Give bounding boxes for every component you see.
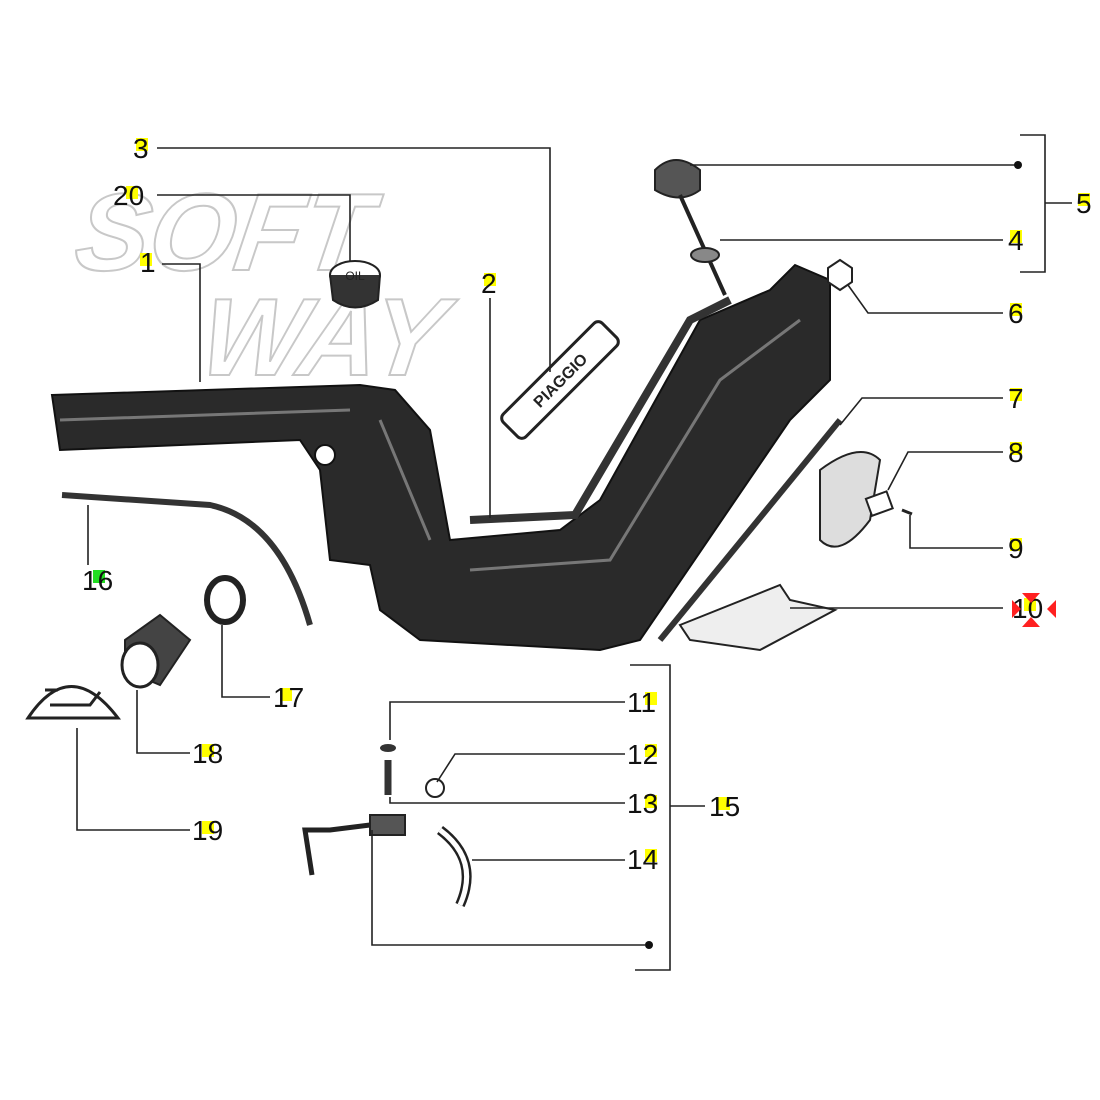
callout-13: 13: [627, 788, 658, 819]
frame-body: [50, 263, 831, 652]
part-16-trim: [61, 492, 313, 626]
callout-15: 15: [709, 791, 740, 822]
bullet-dot: [1014, 161, 1022, 169]
selection-marker[interactable]: [1012, 593, 1056, 627]
callout-2: 2: [481, 268, 497, 299]
callout-5: 5: [1076, 188, 1092, 219]
oil-cap: OIL: [329, 260, 381, 309]
callout-3: 3: [133, 133, 149, 164]
callout-7: 7: [1008, 383, 1024, 414]
cap-text: OIL: [345, 269, 365, 283]
callout-1: 1: [140, 247, 156, 278]
callout-17: 17: [273, 682, 304, 713]
part-6-nut: [827, 258, 853, 292]
bullet-dot: [645, 941, 653, 949]
watermark: SOFT WAY: [68, 170, 464, 399]
callout-12: 12: [627, 739, 658, 770]
part-2-mat: [469, 296, 732, 524]
callout-20: 20: [113, 180, 144, 211]
callout-19: 19: [192, 815, 223, 846]
callout-18: 18: [192, 738, 223, 769]
part-8-lamp: [819, 451, 882, 548]
piaggio-badge: PIAGGIO: [500, 320, 620, 440]
callout-labels: 3 20 1 2 5 4 6 7 8 9 10 16 17 18 19 11 1…: [82, 133, 1092, 875]
fuel-cap: [654, 159, 727, 296]
callout-4: 4: [1008, 225, 1024, 256]
label-highlights: [93, 138, 1090, 862]
part-19-oil-warning-plate: [25, 685, 122, 720]
part-17-ring: [204, 575, 246, 625]
callout-14: 14: [627, 844, 658, 875]
part-7-strip: [657, 418, 843, 642]
part-10-cover: [678, 583, 838, 652]
watermark-way: WAY: [194, 276, 463, 398]
callout-9: 9: [1008, 533, 1024, 564]
leader-lines: [76, 134, 1072, 971]
part-18-filter: [120, 613, 192, 689]
callout-11: 11: [627, 687, 656, 718]
fuel-tap-assembly: [302, 744, 472, 908]
callout-8: 8: [1008, 437, 1024, 468]
callout-6: 6: [1008, 298, 1024, 329]
callout-16: 16: [82, 565, 113, 596]
